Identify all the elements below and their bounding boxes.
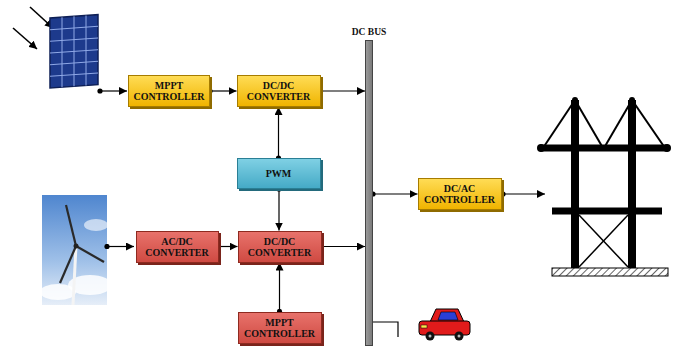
box-label: MPPT CONTROLLER (243, 317, 317, 339)
pwm-block: PWM (237, 158, 321, 189)
box-label: AC/DC CONVERTER (141, 236, 214, 258)
connector-arrow (278, 107, 279, 158)
box-label: DC/DC CONVERTER (242, 80, 316, 102)
solar-panel (50, 15, 98, 88)
connector-arrow (321, 90, 366, 91)
dc-dc-converter: DC/DC CONVERTER (237, 75, 321, 107)
sun-ray (13, 28, 37, 49)
dc-ac-controller: DC/AC CONTROLLER (418, 178, 502, 210)
box-label: PWM (242, 168, 316, 179)
dc-bus: DC BUS (365, 40, 373, 346)
electric-car (419, 309, 470, 341)
box-label: MPPT CONTROLLER (133, 80, 205, 102)
charger-bracket (373, 322, 398, 337)
mppt-controller: MPPT CONTROLLER (238, 312, 322, 344)
connector-arrow (210, 90, 237, 91)
wind-turbine (40, 195, 112, 305)
connector-arrow (219, 246, 238, 247)
connector-arrow (279, 263, 280, 312)
turbine-wire (107, 246, 134, 247)
dc-dc-converter: DC/DC CONVERTER (238, 231, 322, 263)
connector-arrow (322, 246, 366, 247)
ac-dc-converter: AC/DC CONVERTER (136, 231, 219, 263)
box-label: DC/DC CONVERTER (243, 236, 317, 258)
transmission-tower (537, 97, 671, 276)
connector-arrow (373, 193, 418, 194)
bus-label: DC BUS (352, 27, 387, 37)
mppt-controller: MPPT CONTROLLER (128, 75, 210, 107)
panel-wire (100, 90, 127, 91)
box-label: DC/AC CONTROLLER (423, 183, 497, 205)
grid-wire (503, 193, 545, 194)
connector-arrow (278, 189, 279, 231)
